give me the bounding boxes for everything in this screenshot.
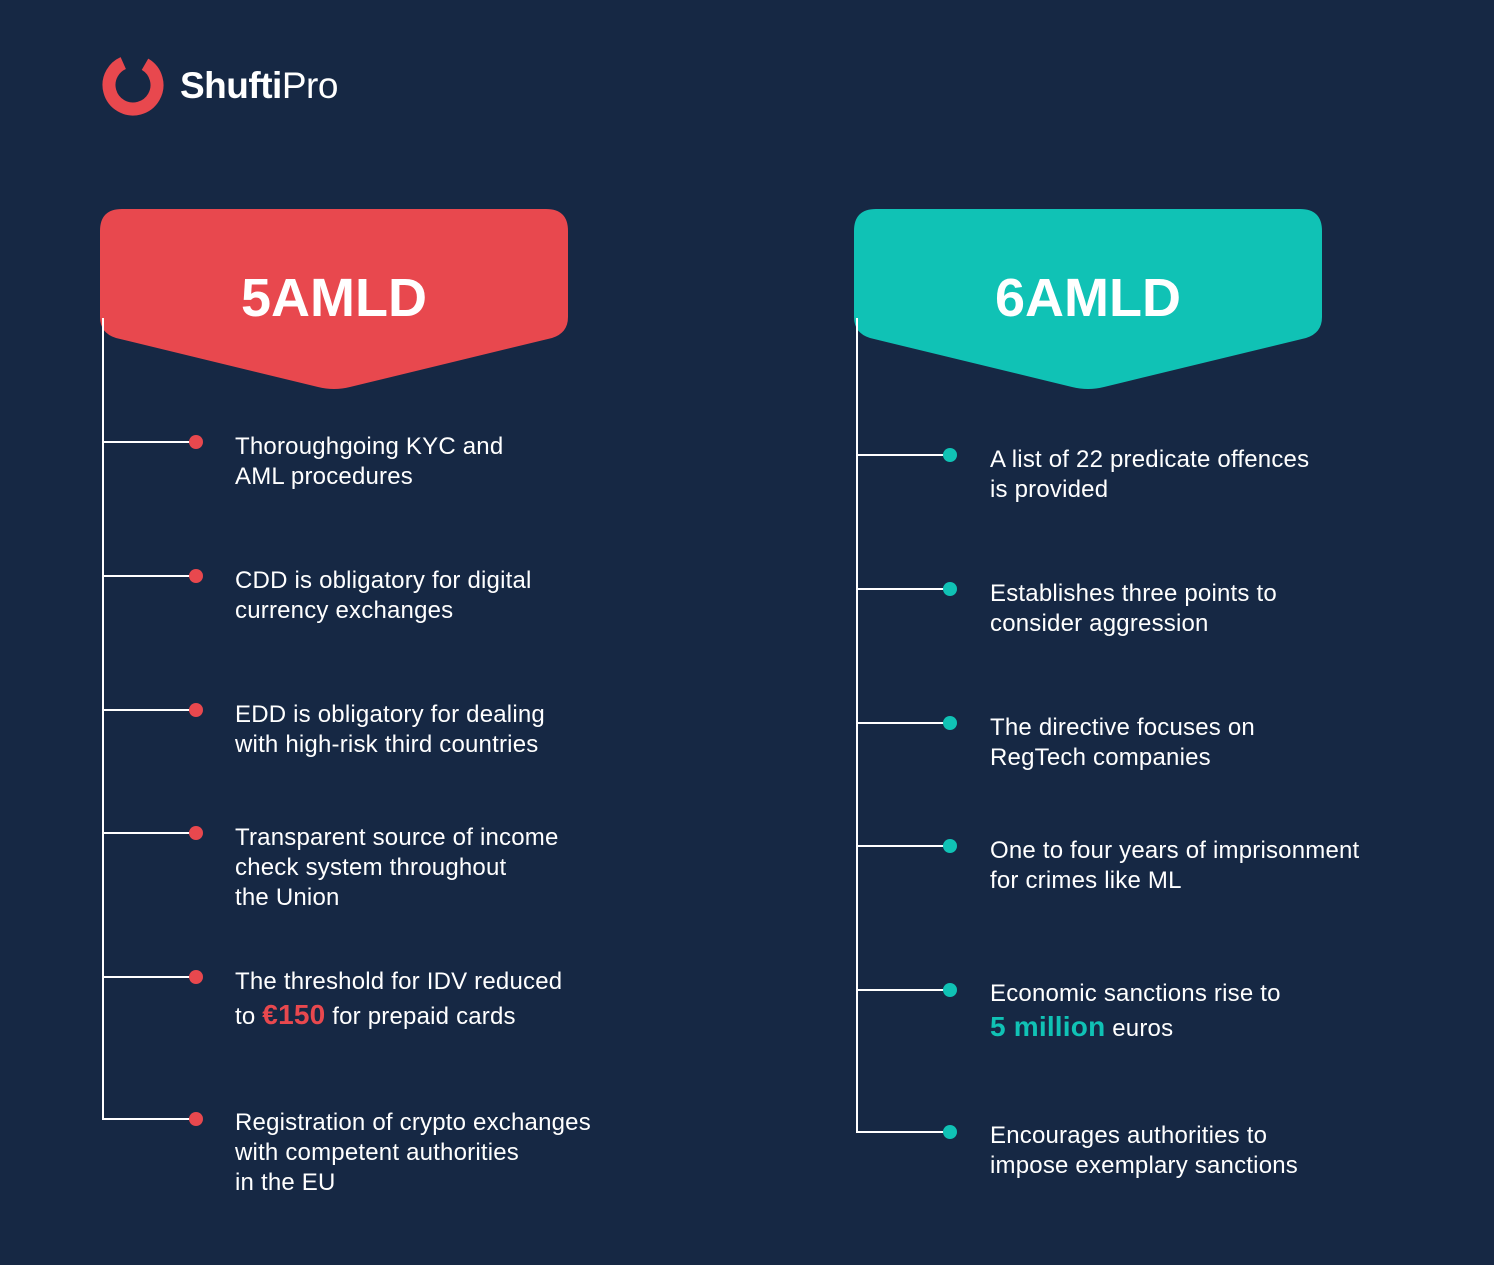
- rail-6amld: [856, 318, 858, 1133]
- logo-wordmark: ShuftiPro: [180, 67, 338, 104]
- branch-5amld-3: [102, 709, 195, 711]
- list-item: The threshold for IDV reduced to €150 fo…: [235, 968, 563, 1030]
- highlight-amount: €150: [262, 999, 326, 1030]
- branch-6amld-4: [856, 845, 949, 847]
- logo-name-part2: Pro: [281, 64, 339, 106]
- bullet-dot: [943, 716, 957, 730]
- branch-5amld-5: [102, 976, 195, 978]
- banner-shape-6amld: [854, 209, 1322, 389]
- bullet-dot: [189, 1112, 203, 1126]
- highlight-amount: 5 million: [990, 1011, 1106, 1042]
- branch-5amld-4: [102, 832, 195, 834]
- bullet-dot: [943, 1125, 957, 1139]
- branch-5amld-1: [102, 441, 195, 443]
- branch-6amld-5: [856, 989, 949, 991]
- bullet-dot: [943, 983, 957, 997]
- bullet-dot: [943, 448, 957, 462]
- branch-6amld-2: [856, 588, 949, 590]
- banner-title-5amld: 5AMLD: [241, 268, 427, 328]
- bullet-dot: [943, 582, 957, 596]
- branch-6amld-3: [856, 722, 949, 724]
- banner-5amld: 5AMLD: [100, 209, 568, 391]
- bullet-dot: [189, 826, 203, 840]
- bullet-dot: [943, 839, 957, 853]
- shuftipro-logo: ShuftiPro: [100, 50, 338, 120]
- bullet-dot: [189, 435, 203, 449]
- rail-5amld: [102, 318, 104, 1120]
- list-item: Economic sanctions rise to 5 million eur…: [990, 980, 1281, 1042]
- ring-logo-icon: [102, 54, 164, 116]
- logo-name-part1: Shufti: [180, 64, 282, 106]
- branch-5amld-6: [102, 1118, 195, 1120]
- banner-6amld: 6AMLD: [854, 209, 1322, 391]
- branch-5amld-2: [102, 575, 195, 577]
- branch-6amld-1: [856, 454, 949, 456]
- bullet-dot: [189, 569, 203, 583]
- bullet-dot: [189, 703, 203, 717]
- bullet-dot: [189, 970, 203, 984]
- banner-shape-5amld: [100, 209, 568, 389]
- branch-6amld-6: [856, 1131, 949, 1133]
- banner-title-6amld: 6AMLD: [995, 268, 1181, 328]
